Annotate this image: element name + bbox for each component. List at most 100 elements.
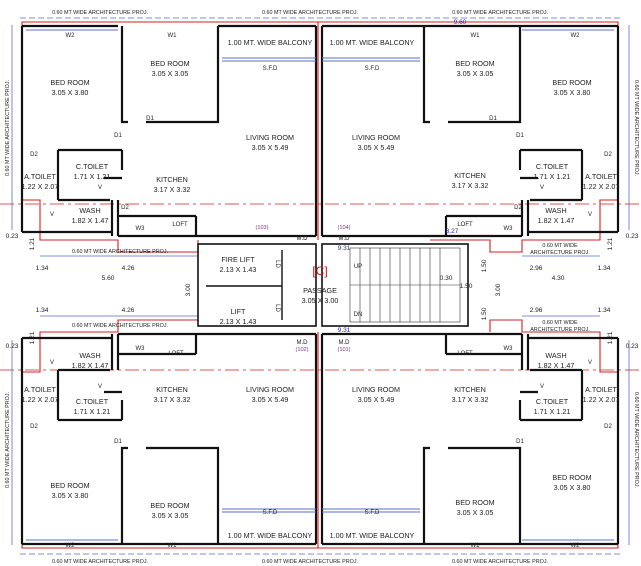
- door-d2: D2: [604, 152, 612, 158]
- bed-b-label: BED ROOM: [150, 59, 189, 68]
- window-w1: W1: [168, 33, 178, 39]
- bed-a-size: 3.05 X 3.80: [52, 88, 89, 97]
- dim-827: 8.27: [446, 228, 459, 235]
- dim-023-bottom-right: 0.23: [626, 343, 639, 350]
- balcony-rails: [26, 29, 614, 541]
- proj-label-right-lower: 0.60 MT WIDE ARCHITECTURE PROJ.: [633, 392, 639, 488]
- kitchen-label: KITCHEN: [454, 385, 486, 394]
- bed-b-size: 3.05 X 3.05: [457, 69, 494, 78]
- c-toilet-size: 1.71 X 1.21: [534, 172, 571, 181]
- bed-a-label: BED ROOM: [50, 481, 89, 490]
- dim-150-lower: 1.50: [481, 307, 488, 320]
- dim-121-top-left: 1.21: [29, 237, 36, 250]
- wash-size: 1.82 X 1.47: [538, 361, 575, 370]
- dim-023-top-left: 0.23: [6, 233, 19, 240]
- dim-121-top-right: 1.21: [607, 237, 614, 250]
- sfd-label: S.F.D: [263, 66, 278, 72]
- projection-lines: [11, 17, 630, 555]
- living-size: 3.05 X 5.49: [358, 143, 395, 152]
- balcony-label: 1.00 MT. WIDE BALCONY: [228, 38, 313, 47]
- door-d1: D1: [516, 439, 524, 445]
- flat-number: (104): [337, 225, 350, 231]
- a-toilet-label: A.TOILET: [24, 172, 56, 181]
- dim-300-left: 3.00: [185, 283, 192, 296]
- dim-300-right: 3.00: [495, 283, 502, 296]
- window-w3: W3: [504, 226, 514, 232]
- proj-label-left-lower: 0.60 MT WIDE ARCHITECTURE PROJ.: [5, 392, 11, 488]
- bed-a-size: 3.05 X 3.80: [554, 88, 591, 97]
- door-d2-b: D2: [514, 205, 522, 211]
- dim-296-bottom: 2.96: [530, 307, 543, 314]
- vent-v: V: [98, 185, 102, 191]
- dim-121-bottom-right: 1.21: [607, 331, 614, 344]
- window-w1: W1: [471, 543, 481, 549]
- window-w2: W2: [571, 33, 581, 39]
- wash-label: WASH: [79, 351, 100, 360]
- c-toilet-label: C.TOILET: [536, 397, 569, 406]
- flat-bottom-right: BED ROOM 3.05 X 3.80 BED ROOM 3.05 X 3.0…: [330, 340, 620, 549]
- sfd-label: S.F.D: [263, 510, 278, 516]
- dimensions: 9.60 9.31 9.31 8.27 0.23 0.23 0.23 0.23 …: [6, 19, 639, 350]
- proj-label-mid-left-upper: 0.60 MT WIDE ARCHITECTURE PROJ.: [72, 249, 168, 255]
- proj-label-bottom-right: 0.60 MT WIDE ARCHITECTURE PROJ.: [452, 559, 548, 565]
- window-w1: W1: [168, 543, 178, 549]
- a-toilet-label: A.TOILET: [585, 172, 617, 181]
- loft-label: LOFT: [168, 351, 184, 357]
- living-size: 3.05 X 5.49: [358, 395, 395, 404]
- bed-a-label: BED ROOM: [50, 78, 89, 87]
- dim-931-bottom: 9.31: [338, 327, 351, 334]
- dim-430: 4.30: [552, 275, 565, 282]
- dim-426-top: 4.26: [122, 265, 135, 272]
- window-w3: W3: [136, 346, 146, 352]
- sfd-label: S.F.D: [365, 510, 380, 516]
- c-toilet-size: 1.71 X 1.21: [74, 172, 111, 181]
- wash-size: 1.82 X 1.47: [72, 216, 109, 225]
- bed-a-label: BED ROOM: [552, 78, 591, 87]
- dim-296-top: 2.96: [530, 265, 543, 272]
- dim-931-top: 9.31: [338, 245, 351, 252]
- dim-121-bottom-left: 1.21: [29, 331, 36, 344]
- kitchen-size: 3.17 X 3.32: [154, 395, 191, 404]
- dim-150-upper: 1.50: [481, 259, 488, 272]
- kitchen-label: KITCHEN: [156, 175, 188, 184]
- fire-lift-label: FIRE LIFT: [221, 255, 255, 264]
- bed-b-size: 3.05 X 3.05: [152, 511, 189, 520]
- fire-lift-size: 2.13 X 1.43: [220, 265, 257, 274]
- lift-label: LIFT: [231, 307, 246, 316]
- kitchen-size: 3.17 X 3.32: [154, 185, 191, 194]
- flat-bottom-left: BED ROOM 3.05 X 3.80 BED ROOM 3.05 X 3.0…: [22, 340, 313, 549]
- dim-134-top-right: 1.34: [598, 265, 611, 272]
- window-w2: W2: [66, 33, 76, 39]
- stair-down-label: DN: [354, 312, 363, 318]
- vent-v-b: V: [588, 212, 592, 218]
- loft-label: LOFT: [457, 222, 473, 228]
- proj-label-mid-right-upper-2: ARCHITECTURE PROJ.: [530, 250, 590, 256]
- vent-v: V: [98, 384, 102, 390]
- proj-label-right-upper: 0.60 MT WIDE ARCHITECTURE PROJ.: [633, 80, 639, 176]
- kitchen-label: KITCHEN: [454, 171, 486, 180]
- c-toilet-size: 1.71 X 1.21: [74, 407, 111, 416]
- a-toilet-size: 1.22 X 2.07: [583, 182, 620, 191]
- wing-label: [C]: [312, 264, 327, 278]
- living-label: LIVING ROOM: [352, 133, 400, 142]
- loft-label: LOFT: [172, 222, 188, 228]
- lift-size: 2.13 X 1.43: [220, 317, 257, 326]
- staircase: [349, 247, 461, 323]
- flat-top-right: BED ROOM 3.05 X 3.80 BED ROOM 3.05 X 3.0…: [330, 33, 620, 242]
- wash-size: 1.82 X 1.47: [72, 361, 109, 370]
- flat-number: (103): [255, 225, 268, 231]
- window-w2: W2: [66, 543, 76, 549]
- door-d1: D1: [114, 439, 122, 445]
- window-w1: W1: [471, 33, 481, 39]
- c-toilet-label: C.TOILET: [536, 162, 569, 171]
- bed-a-size: 3.05 X 3.80: [52, 491, 89, 500]
- balcony-label: 1.00 MT. WIDE BALCONY: [330, 531, 415, 540]
- window-w2: W2: [571, 543, 581, 549]
- dim-134-bottom-right: 1.34: [598, 307, 611, 314]
- a-toilet-size: 1.22 X 2.07: [583, 395, 620, 404]
- dim-560: 5.60: [102, 275, 115, 282]
- bed-a-label: BED ROOM: [552, 473, 591, 482]
- proj-label-mid-right-lower-2: ARCHITECTURE PROJ.: [530, 327, 590, 333]
- a-toilet-size: 1.22 X 2.07: [22, 182, 59, 191]
- kitchen-label: KITCHEN: [156, 385, 188, 394]
